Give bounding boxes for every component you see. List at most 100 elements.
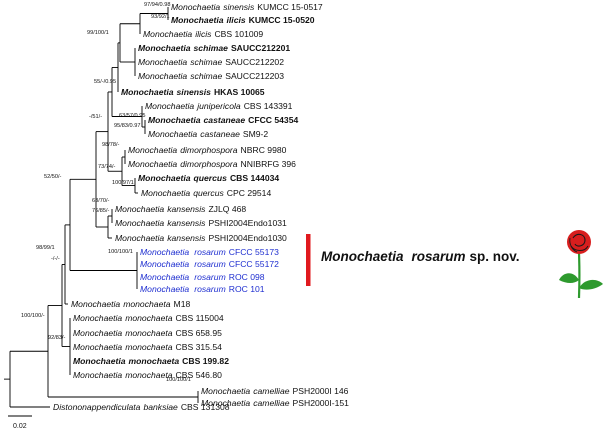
new-species-label: Monochaetia rosarum sp. nov. <box>321 249 520 264</box>
taxon-epithet: monochaeta <box>125 370 173 380</box>
taxon-strain: PSHI2004Endo1030 <box>208 233 287 243</box>
support-value: 99/100/1 <box>87 30 109 36</box>
taxon-genus: Monochaetia <box>73 370 122 380</box>
taxon-strain: PSH2000I 146 <box>293 386 349 396</box>
tree-branches <box>4 7 199 408</box>
taxon-genus: Monochaetia <box>143 29 192 39</box>
taxon-genus: Monochaetia <box>121 87 174 97</box>
taxon-epithet: quercus <box>194 173 228 183</box>
taxon-strain: CBS 546.80 <box>176 370 223 380</box>
taxon-genus: Monochaetia <box>73 313 122 323</box>
taxon-epithet: camelliae <box>253 398 290 408</box>
support-values: 97/94/0.9893/92/199/100/155/-/0.95-/51/-… <box>21 2 191 383</box>
taxon-genus: Monochaetia <box>138 71 187 81</box>
taxon-epithet: dimorphospora <box>180 145 238 155</box>
support-value: 100/100/1 <box>108 249 133 255</box>
support-value: 100/100/1 <box>166 377 191 383</box>
taxon-strain: PSH2000I-151 <box>293 398 350 408</box>
taxon-epithet: kansensis <box>167 204 206 214</box>
taxon-epithet: castaneae <box>200 129 240 139</box>
new-species-bar <box>306 234 311 286</box>
taxon-epithet: rosarum <box>194 259 226 269</box>
taxon-strain: CPC 29514 <box>227 188 272 198</box>
taxon-epithet: sinensis <box>177 87 212 97</box>
taxon-genus: Monochaetia <box>115 233 164 243</box>
taxon-strain: CBS 143391 <box>244 101 293 111</box>
taxon-genus: Monochaetia <box>73 328 122 338</box>
taxon-genus: Monochaetia <box>171 15 224 25</box>
taxon-genus: Monochaetia <box>115 218 164 228</box>
support-value: 63/70/- <box>92 198 110 204</box>
taxon-genus: Monochaetia <box>138 57 187 67</box>
taxon-strain: ROC 098 <box>229 272 265 282</box>
taxon-strain: CBS 101009 <box>214 29 263 39</box>
taxon-epithet: monochaeta <box>129 356 180 366</box>
taxon-genus: Monochaetia <box>140 247 189 257</box>
taxon-epithet: schimae <box>190 57 222 67</box>
support-value: 98/78/- <box>102 142 120 148</box>
taxon-epithet: schimae <box>190 71 222 81</box>
taxon-strain: M18 <box>174 299 191 309</box>
taxon-genus: Distononappendiculata <box>53 402 141 412</box>
support-value: 92/83/- <box>48 335 66 341</box>
taxon-strain: SM9-2 <box>243 129 269 139</box>
taxon-genus: Monochaetia <box>201 386 250 396</box>
support-value: 55/-/0.95 <box>94 79 116 85</box>
support-value: 73/74/- <box>98 164 116 170</box>
taxon-strain: KUMCC 15-0520 <box>249 15 315 25</box>
taxon-epithet: monochaeta <box>125 313 173 323</box>
taxon-strain: CBS 315.54 <box>176 342 223 352</box>
taxon-strain: CBS 131308 <box>181 402 230 412</box>
support-value: 63/57/0.95 <box>119 113 145 119</box>
taxon-strain: NBRC 9980 <box>241 145 287 155</box>
support-value: 93/92/1 <box>151 14 170 20</box>
taxon-strain: CBS 199.82 <box>182 356 229 366</box>
support-value: 52/50/- <box>44 174 62 180</box>
taxon-genus: Monochaetia <box>140 259 189 269</box>
taxon-genus: Monochaetia <box>71 299 120 309</box>
taxon-epithet: kansensis <box>167 218 206 228</box>
scale-bar-label: 0.02 <box>13 423 27 430</box>
taxon-strain: SAUCC212202 <box>225 57 284 67</box>
taxon-genus: Monochaetia <box>115 204 164 214</box>
taxon-genus: Monochaetia <box>148 115 201 125</box>
new-species-suffix: sp. nov. <box>470 249 520 264</box>
taxon-epithet: monochaeta <box>123 299 171 309</box>
taxon-strain: CFCC 55172 <box>229 259 279 269</box>
taxon-epithet: monochaeta <box>125 328 173 338</box>
taxon-epithet: schimae <box>194 43 229 53</box>
taxon-epithet: camelliae <box>253 386 290 396</box>
taxon-epithet: junipericola <box>196 101 241 111</box>
new-species-epithet: rosarum <box>412 249 466 264</box>
taxon-genus: Monochaetia <box>201 398 250 408</box>
taxon-strain: ROC 101 <box>229 284 265 294</box>
support-value: 98/99/1 <box>36 245 55 251</box>
support-value: 100/97/1 <box>112 180 134 186</box>
taxon-genus: Monochaetia <box>148 129 197 139</box>
taxon-genus: Monochaetia <box>73 342 122 352</box>
support-value: 97/94/0.98 <box>144 2 170 8</box>
new-species-genus: Monochaetia <box>321 249 404 264</box>
taxon-strain: KUMCC 15-0517 <box>257 2 323 12</box>
